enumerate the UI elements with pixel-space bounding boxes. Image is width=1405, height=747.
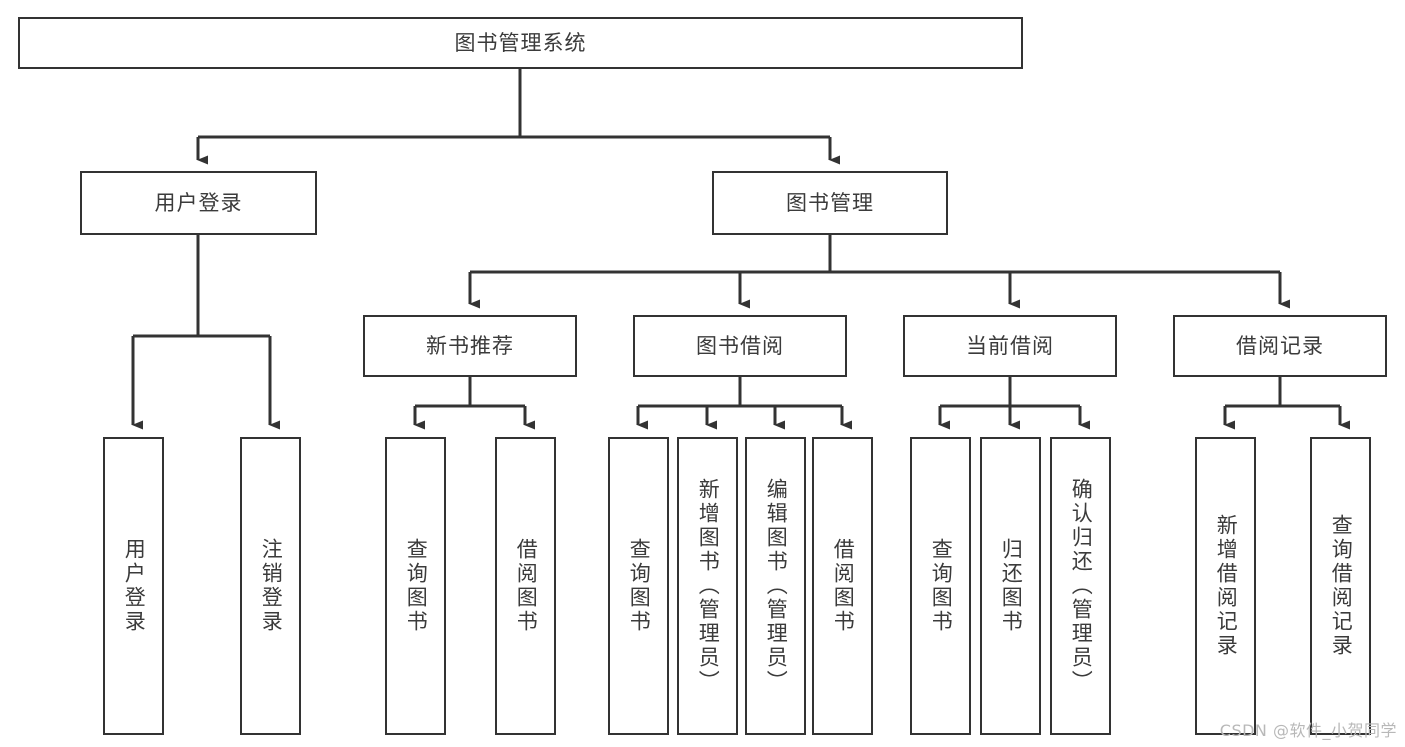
node-book-borrow[interactable]: 图书借阅: [633, 315, 847, 377]
node-leaf-return-book[interactable]: 归还图书: [980, 437, 1041, 735]
node-leaf-confirm-return-label: 确认归还（管理员）: [1069, 478, 1094, 694]
watermark-text: CSDN @软件_小贺同学: [1219, 721, 1397, 740]
node-leaf-return-book-label: 归还图书: [999, 538, 1024, 634]
node-leaf-query-book-3-label: 查询图书: [929, 538, 954, 634]
node-leaf-query-book-2-label: 查询图书: [627, 538, 652, 634]
node-user-login-label: 用户登录: [154, 190, 243, 215]
node-new-book-rec[interactable]: 新书推荐: [363, 315, 577, 377]
node-leaf-query-book-3[interactable]: 查询图书: [910, 437, 971, 735]
node-leaf-query-book-1-label: 查询图书: [404, 538, 429, 634]
node-current-borrow-label: 当前借阅: [966, 333, 1054, 358]
node-leaf-query-record[interactable]: 查询借阅记录: [1310, 437, 1371, 735]
node-leaf-confirm-return[interactable]: 确认归还（管理员）: [1050, 437, 1111, 735]
node-leaf-borrow-book-1-label: 借阅图书: [514, 538, 539, 634]
node-leaf-query-book-2[interactable]: 查询图书: [608, 437, 669, 735]
node-leaf-user-login-label: 用户登录: [122, 538, 147, 634]
node-root[interactable]: 图书管理系统: [18, 17, 1023, 69]
node-leaf-borrow-book-2[interactable]: 借阅图书: [812, 437, 873, 735]
node-leaf-add-book[interactable]: 新增图书（管理员）: [677, 437, 738, 735]
node-leaf-query-record-label: 查询借阅记录: [1329, 514, 1354, 658]
node-new-book-rec-label: 新书推荐: [426, 333, 514, 358]
node-root-label: 图书管理系统: [454, 30, 587, 55]
node-current-borrow[interactable]: 当前借阅: [903, 315, 1117, 377]
node-leaf-add-record-label: 新增借阅记录: [1214, 514, 1239, 658]
node-book-manage[interactable]: 图书管理: [712, 171, 948, 235]
node-leaf-query-book-1[interactable]: 查询图书: [385, 437, 446, 735]
node-leaf-edit-book[interactable]: 编辑图书（管理员）: [745, 437, 806, 735]
node-leaf-logout[interactable]: 注销登录: [240, 437, 301, 735]
node-leaf-user-login[interactable]: 用户登录: [103, 437, 164, 735]
node-borrow-record[interactable]: 借阅记录: [1173, 315, 1387, 377]
node-leaf-borrow-book-1[interactable]: 借阅图书: [495, 437, 556, 735]
node-borrow-record-label: 借阅记录: [1236, 333, 1324, 358]
node-leaf-logout-label: 注销登录: [259, 538, 284, 634]
node-leaf-add-record[interactable]: 新增借阅记录: [1195, 437, 1256, 735]
node-leaf-borrow-book-2-label: 借阅图书: [831, 538, 856, 634]
node-book-manage-label: 图书管理: [786, 190, 874, 215]
node-book-borrow-label: 图书借阅: [696, 333, 784, 358]
node-user-login[interactable]: 用户登录: [80, 171, 317, 235]
node-leaf-add-book-label: 新增图书（管理员）: [696, 478, 721, 694]
node-leaf-edit-book-label: 编辑图书（管理员）: [764, 478, 789, 694]
